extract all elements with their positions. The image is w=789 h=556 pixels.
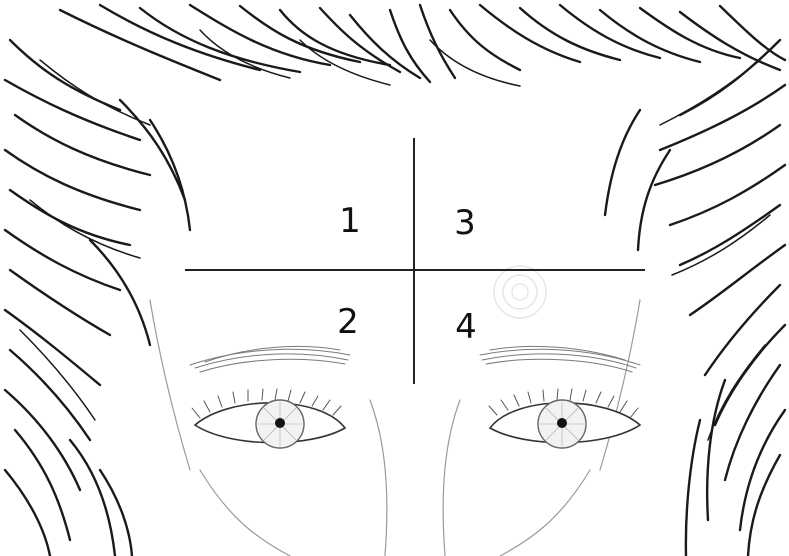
zone-label-4: 4 bbox=[455, 307, 477, 347]
watermark-logo bbox=[494, 266, 546, 318]
left-eyebrow bbox=[190, 346, 350, 372]
zone-label-1: 1 bbox=[339, 201, 361, 241]
left-eye bbox=[192, 389, 345, 448]
right-eyebrow bbox=[480, 346, 640, 372]
zone-label-2: 2 bbox=[337, 302, 359, 342]
hair-illustration bbox=[5, 5, 785, 556]
right-eye bbox=[489, 389, 640, 448]
zone-label-3: 3 bbox=[454, 203, 476, 243]
